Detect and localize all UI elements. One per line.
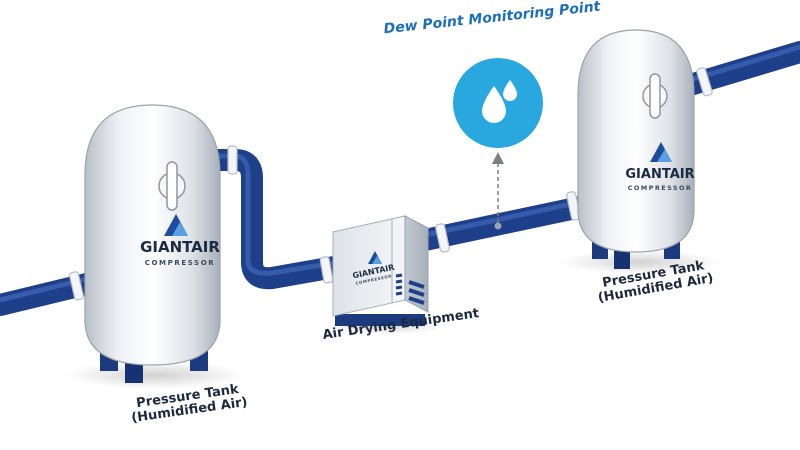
giantair-logo-icon <box>368 251 382 264</box>
right-tank-brand-name: GIANTAIR <box>625 167 694 182</box>
giantair-logo-icon <box>164 214 188 236</box>
monitoring-point-dot <box>494 222 502 230</box>
dryer-front-panel <box>332 215 406 317</box>
dryer-side-vents <box>408 280 425 305</box>
right-pressure-tank: GIANTAIR COMPRESSOR <box>577 29 695 269</box>
right-tank-body <box>577 29 695 253</box>
dryer-to-tank-pipe <box>414 194 601 251</box>
left-pressure-tank: GIANTAIR COMPRESSOR <box>84 104 221 383</box>
right-tank-brand-subtitle: COMPRESSOR <box>628 184 693 192</box>
giantair-logo-icon <box>650 142 672 162</box>
pipe-collars <box>68 67 713 301</box>
left-tank-brand-name: GIANTAIR <box>140 238 220 256</box>
dryer-vents <box>395 273 403 296</box>
water-drops-icon <box>482 80 517 123</box>
left-tank-brand-subtitle: COMPRESSOR <box>145 259 215 267</box>
air-drying-equipment: GIANTAIR COMPRESSOR <box>331 215 430 326</box>
left-tank-body <box>84 104 221 366</box>
valve-handle-icon <box>642 73 668 119</box>
dew-point-monitor <box>453 58 543 148</box>
valve-handle-icon <box>158 161 186 211</box>
dryer-base <box>335 314 425 326</box>
